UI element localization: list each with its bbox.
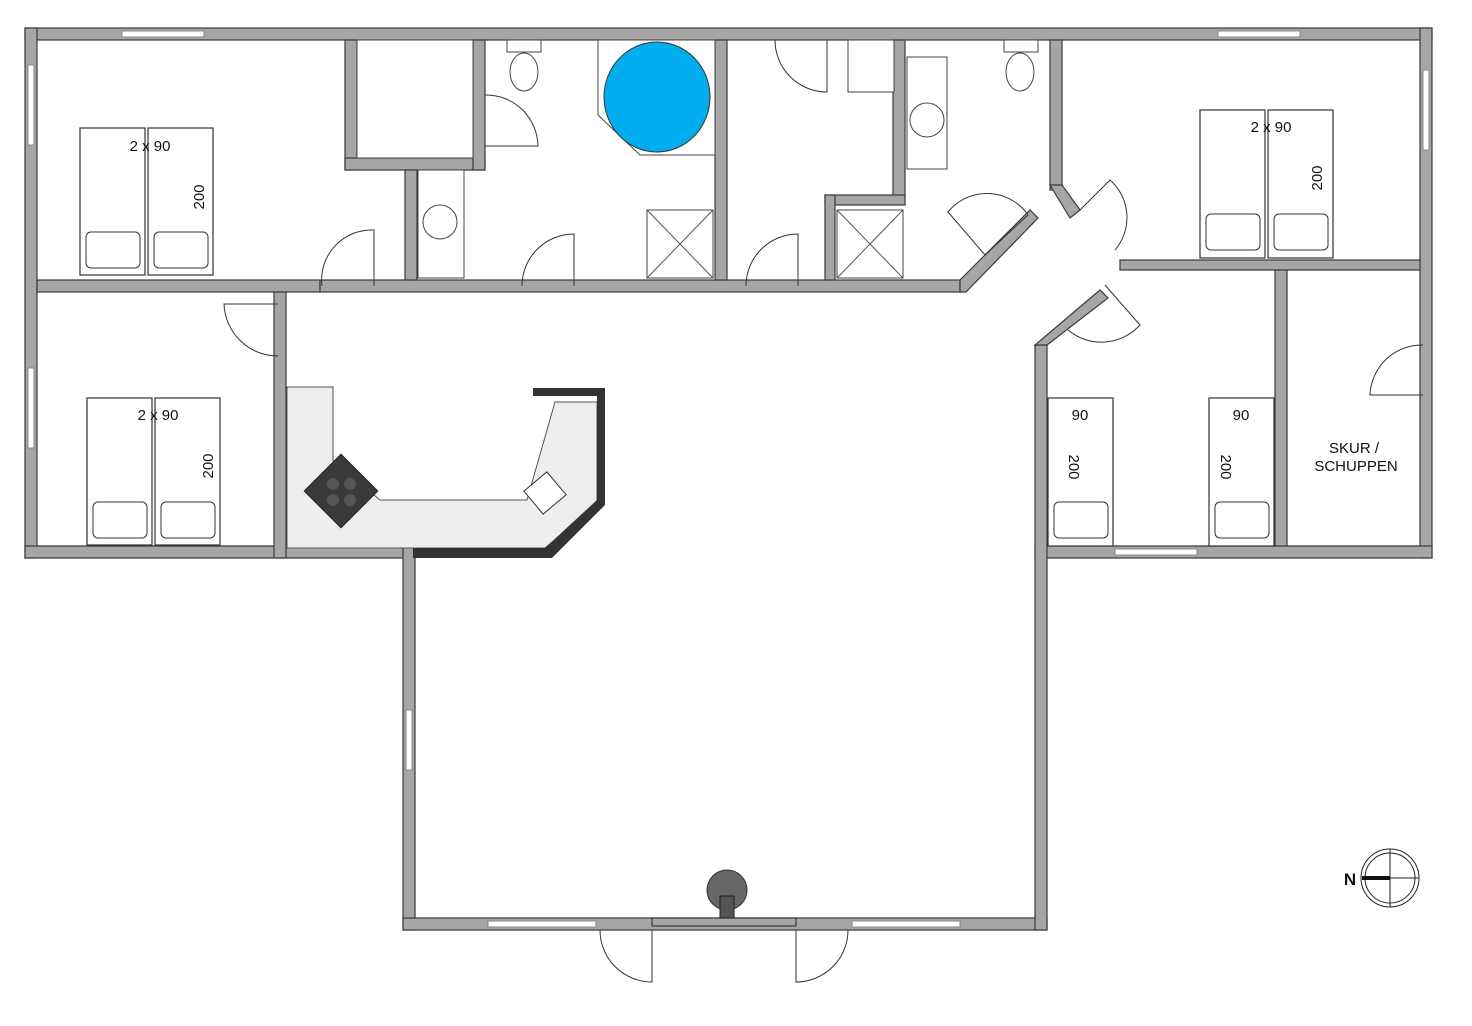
shed-label-line1: SKUR / bbox=[1329, 440, 1380, 457]
shed-label-line2: SCHUPPEN bbox=[1314, 458, 1397, 475]
compass-north-label: N bbox=[1344, 870, 1356, 889]
compass-icon: N bbox=[1344, 848, 1420, 908]
bathroom-fixtures bbox=[356, 39, 1039, 919]
kitchen bbox=[286, 386, 605, 558]
bed-length-label: 200 bbox=[1309, 165, 1326, 190]
bed-length-label: 200 bbox=[200, 453, 217, 478]
kitchen-sink-icon bbox=[523, 471, 567, 515]
bathtub-icon bbox=[603, 41, 711, 153]
bed-length-label: 200 bbox=[1217, 454, 1234, 479]
bed-length-label: 200 bbox=[191, 184, 208, 209]
bed-size-label: 90 bbox=[1233, 407, 1250, 424]
bed-size-label: 2 x 90 bbox=[138, 407, 179, 424]
bed-size-label: 2 x 90 bbox=[1251, 119, 1292, 136]
bed-length-label: 200 bbox=[1065, 454, 1082, 479]
bed-size-label: 90 bbox=[1072, 407, 1089, 424]
beds bbox=[79, 109, 1334, 547]
bed-size-label: 2 x 90 bbox=[130, 138, 171, 155]
stove-icon bbox=[303, 453, 379, 529]
windows bbox=[27, 30, 1430, 928]
